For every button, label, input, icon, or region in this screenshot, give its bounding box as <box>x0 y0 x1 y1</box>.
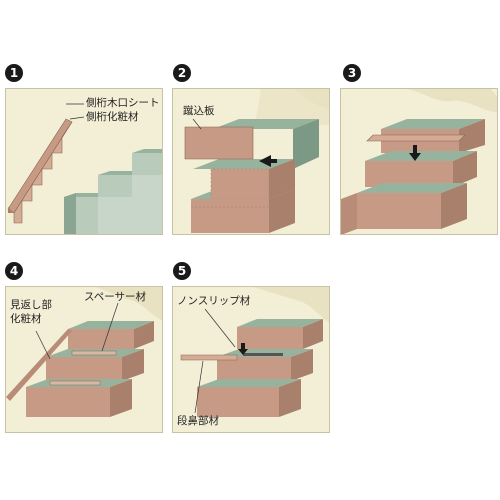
label-stringer-end-sheet: 側桁木口シート <box>86 97 160 109</box>
step-number-badge: 5 <box>173 262 191 280</box>
stair-body <box>64 149 162 234</box>
label-return-part: 見返し部 <box>10 299 52 311</box>
step-3-illustration <box>340 88 498 235</box>
step-5-illustration: ノンスリップ材 段鼻部材 <box>172 286 330 433</box>
label-non-slip: ノンスリップ材 <box>177 295 251 307</box>
label-nosing: 段鼻部材 <box>177 415 219 427</box>
step-4-illustration: 見返し部 化粧材 スペーサー材 <box>5 286 163 433</box>
step-number-badge: 2 <box>173 64 191 82</box>
label-spacer: スペーサー材 <box>84 291 147 303</box>
step-number-badge: 4 <box>5 262 23 280</box>
label-riser-board: 蹴込板 <box>183 105 215 117</box>
step-number-badge: 3 <box>343 64 361 82</box>
label-stringer-trim: 側桁化粧材 <box>86 111 139 123</box>
step-2-illustration: 蹴込板 <box>172 88 330 235</box>
stringer <box>7 118 73 224</box>
label-trim-material: 化粧材 <box>10 313 42 325</box>
step-1-illustration: 側桁木口シート 側桁化粧材 <box>5 88 163 235</box>
step-number-badge: 1 <box>5 64 23 82</box>
